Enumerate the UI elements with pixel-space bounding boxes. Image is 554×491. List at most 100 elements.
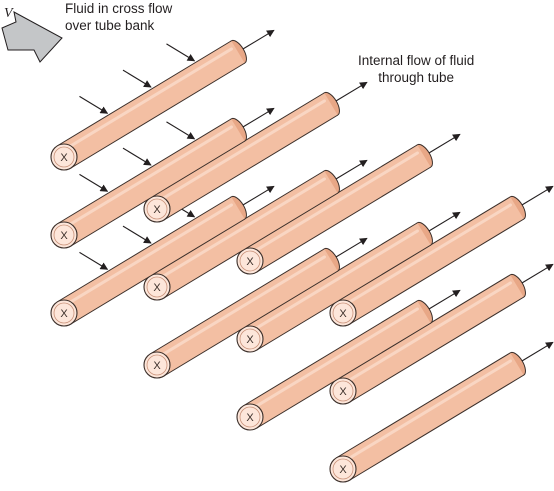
tube-body	[243, 300, 431, 429]
tube: X	[50, 39, 247, 171]
tube-edge	[256, 244, 431, 351]
tube-front-rim	[332, 380, 354, 402]
tube: X	[143, 91, 340, 223]
internal-flow-arrow	[521, 263, 554, 284]
tube-front-rim	[146, 354, 168, 376]
tube-front-rim	[53, 302, 75, 324]
internal-flow-arrow	[242, 185, 275, 206]
tube-highlight	[160, 99, 326, 201]
tube-flow-symbol: X	[60, 308, 68, 320]
cross-flow-direction-arrow	[1, 11, 63, 63]
tube-front-face	[50, 221, 78, 249]
tube-edge	[349, 296, 524, 403]
tube-front-rim	[146, 198, 168, 220]
tube-flow-symbol: X	[60, 152, 68, 164]
tube-front-rim	[146, 276, 168, 298]
tube: X	[50, 117, 247, 249]
internal-flow-arrows	[242, 29, 554, 362]
tube-edge	[243, 300, 418, 407]
internal-flow-arrow	[521, 341, 554, 362]
cross-flow-arrows	[79, 43, 196, 270]
tube-front-face	[329, 377, 357, 405]
cross-flow-arrow	[166, 121, 196, 140]
cross-flow-arrow	[79, 95, 109, 114]
tube-edge	[163, 192, 338, 299]
tube-body	[336, 274, 524, 403]
tube-highlight	[346, 203, 512, 305]
tube: X	[236, 143, 433, 275]
tube-front-face	[143, 351, 171, 379]
tube-front-rim	[239, 250, 261, 272]
tube-edge	[70, 62, 245, 169]
internal-flow-arrow	[428, 211, 461, 232]
tube-flow-symbol: X	[339, 464, 347, 476]
tube-flow-symbol: X	[246, 412, 254, 424]
tube-flow-symbol: X	[339, 308, 347, 320]
tube: X	[50, 195, 247, 327]
tube-front-face	[50, 143, 78, 171]
tube-edge	[150, 248, 325, 355]
tube-body	[57, 118, 245, 247]
tube-front-face	[236, 403, 264, 431]
internal-flow-arrow	[335, 159, 368, 180]
cross-flow-arrow	[122, 147, 152, 166]
tube-front-rim	[332, 458, 354, 480]
tube-edge	[349, 218, 524, 325]
cross-flow-label-line-2: over tube bank	[65, 18, 155, 33]
tube-edge	[163, 270, 338, 377]
internal-flow-label-line-2: through tube	[378, 70, 455, 85]
tube-flow-symbol: X	[246, 256, 254, 268]
tube-edge	[349, 374, 524, 481]
tube-body	[150, 248, 338, 377]
tube-body	[336, 196, 524, 325]
tube-front-face	[236, 325, 264, 353]
tube-edge	[57, 118, 232, 225]
internal-flow-arrow	[335, 237, 368, 258]
tube-front-rim	[332, 302, 354, 324]
tube-highlight	[67, 203, 233, 305]
tube-highlight	[253, 151, 419, 253]
tube-highlight	[67, 47, 233, 149]
tube-highlight	[346, 281, 512, 383]
tube-edge	[70, 218, 245, 325]
internal-flow-arrow	[242, 107, 275, 128]
tube-flow-symbol: X	[153, 360, 161, 372]
tube-body	[150, 170, 338, 299]
tube-front-face	[329, 455, 357, 483]
tube-front-face	[143, 195, 171, 223]
cross-flow-arrow	[79, 173, 109, 192]
tube-highlight	[160, 255, 326, 357]
cross-flow-arrow	[166, 43, 196, 62]
tube-body	[243, 222, 431, 351]
tube-body	[243, 144, 431, 273]
internal-flow-arrow	[242, 29, 275, 50]
tube-flow-symbol: X	[246, 334, 254, 346]
tube-edge	[70, 140, 245, 247]
cross-flow-arrow	[79, 251, 109, 270]
tube-front-rim	[53, 146, 75, 168]
internal-flow-arrow	[428, 133, 461, 154]
tube-front-rim	[239, 328, 261, 350]
internal-flow-label-line-1: Internal flow of fluid	[358, 53, 475, 68]
tube-edge	[163, 114, 338, 221]
internal-flow-arrow	[428, 289, 461, 310]
tube-edge	[57, 196, 232, 303]
tube-highlight	[346, 359, 512, 461]
tube-flow-symbol: X	[153, 282, 161, 294]
tube-front-rim	[239, 406, 261, 428]
tube-flow-symbol: X	[153, 204, 161, 216]
tube-front-rim	[53, 224, 75, 246]
tube-front-face	[143, 273, 171, 301]
tube-flow-symbol: X	[339, 386, 347, 398]
cross-flow-label: Fluid in cross flow over tube bank	[65, 0, 172, 34]
tube-highlight	[160, 177, 326, 279]
cross-flow-arrow	[122, 69, 152, 88]
tube-edge	[57, 40, 232, 147]
tube-edge	[336, 352, 511, 459]
tube-highlight	[253, 307, 419, 409]
cross-flow-arrow	[122, 225, 152, 244]
tube-edge	[256, 166, 431, 273]
